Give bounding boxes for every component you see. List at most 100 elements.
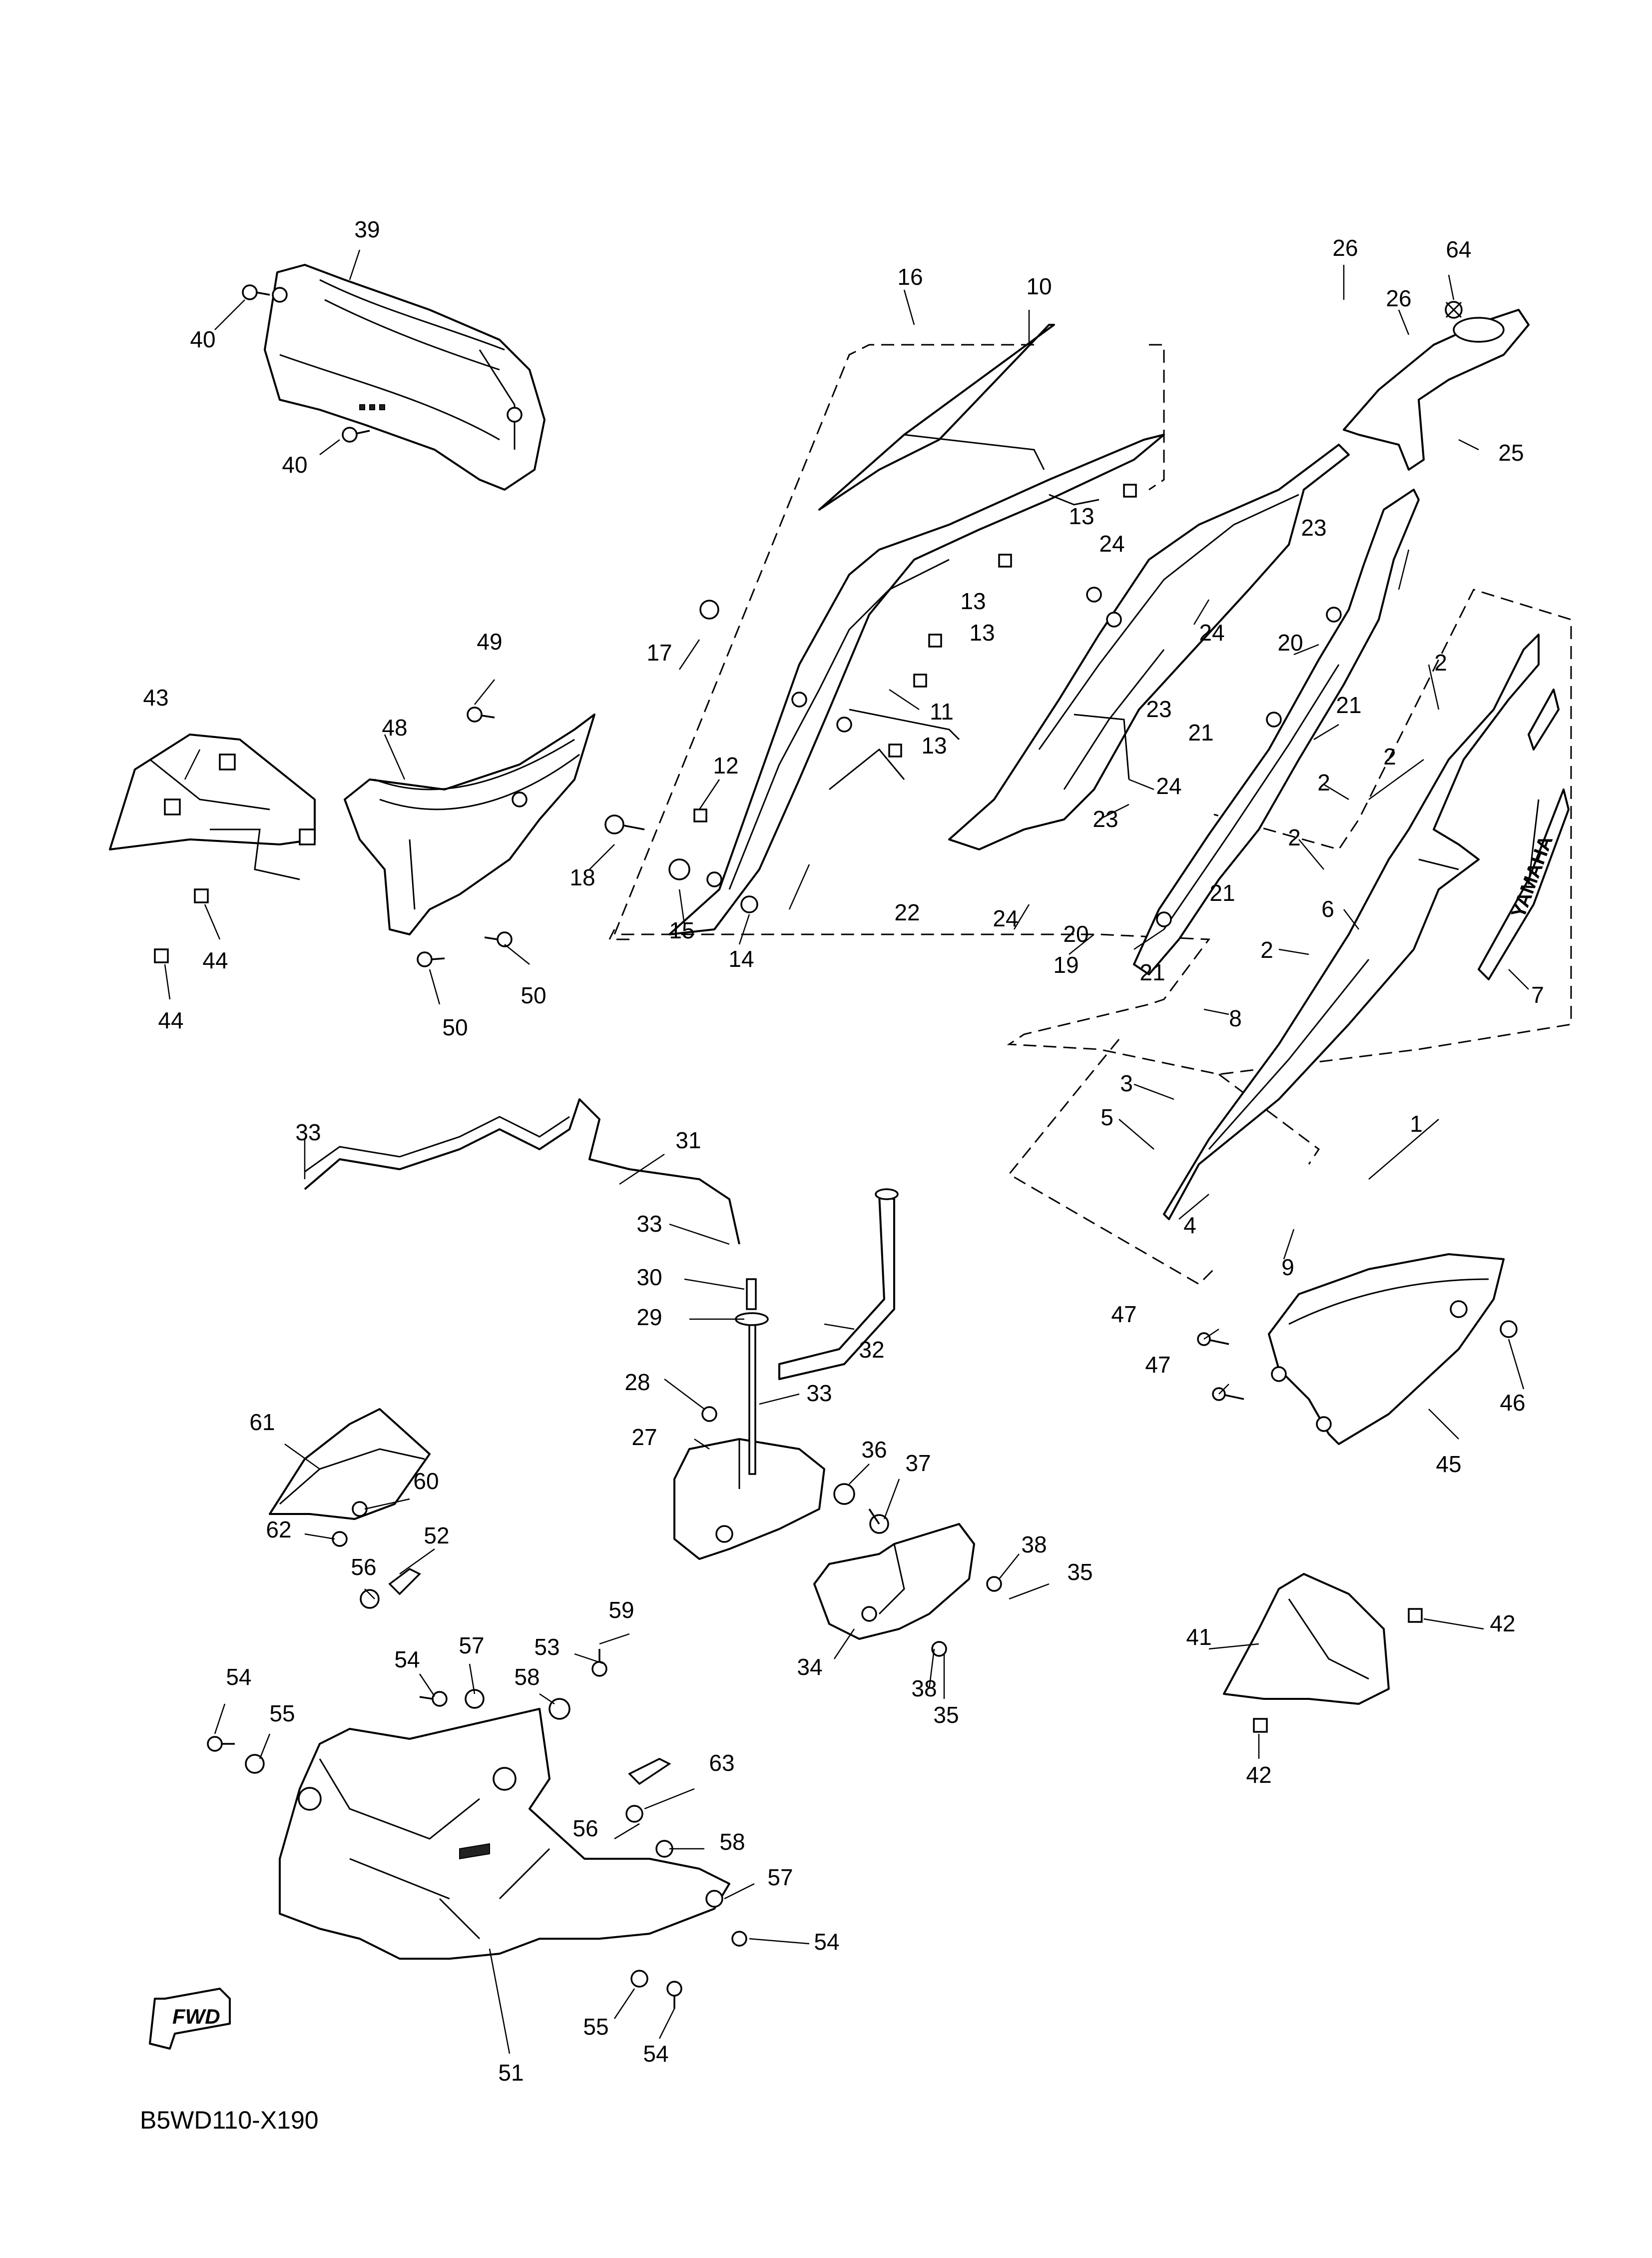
callout-14: 14 xyxy=(728,946,754,972)
callout-38: 38 xyxy=(911,1675,937,1701)
callout-33: 33 xyxy=(806,1380,832,1406)
callout-56: 56 xyxy=(351,1554,376,1580)
fwd-arrow-icon: FWD xyxy=(149,1988,231,2050)
callout-24: 24 xyxy=(1199,620,1224,646)
callout-57: 57 xyxy=(459,1632,484,1658)
callout-37: 37 xyxy=(905,1450,931,1476)
part-39-cover xyxy=(264,264,546,491)
callout-44: 44 xyxy=(158,1007,183,1033)
callout-4: 4 xyxy=(1183,1212,1196,1238)
leader-lines xyxy=(164,249,1529,2054)
callout-56: 56 xyxy=(572,1815,598,1841)
callout-45: 45 xyxy=(1436,1451,1461,1477)
callout-22: 22 xyxy=(894,899,920,925)
hardware-left xyxy=(417,600,758,967)
callout-42: 42 xyxy=(1246,1762,1271,1788)
callout-21: 21 xyxy=(1209,880,1235,906)
callout-57: 57 xyxy=(767,1864,793,1890)
callout-18: 18 xyxy=(569,864,595,890)
part-27-reservoir xyxy=(673,1278,889,1560)
callout-24: 24 xyxy=(1099,531,1124,557)
callout-41: 41 xyxy=(1186,1624,1211,1650)
callout-39: 39 xyxy=(354,216,380,242)
part-61-screen xyxy=(269,1408,431,1547)
callout-24: 24 xyxy=(1156,773,1181,799)
callout-54: 54 xyxy=(394,1646,420,1672)
part-7-side-cover xyxy=(1163,634,1570,1220)
callout-29: 29 xyxy=(636,1304,662,1330)
callout-2: 2 xyxy=(1434,650,1447,676)
callout-6: 6 xyxy=(1321,896,1334,922)
callout-35: 35 xyxy=(933,1702,959,1728)
callout-1: 1 xyxy=(1410,1111,1423,1137)
callout-64: 64 xyxy=(1446,236,1471,262)
callout-54: 54 xyxy=(643,2041,668,2067)
callout-58: 58 xyxy=(514,1664,540,1690)
callout-13: 13 xyxy=(960,588,986,614)
callout-44: 44 xyxy=(202,947,228,973)
fwd-label: FWD xyxy=(172,2005,220,2028)
part-45-cover xyxy=(1197,1253,1518,1445)
part-48-cover xyxy=(344,714,595,935)
callout-23: 23 xyxy=(1301,515,1326,541)
part-16-decal xyxy=(818,324,1055,511)
callout-34: 34 xyxy=(797,1654,822,1680)
callout-2: 2 xyxy=(1260,937,1273,963)
callout-23: 23 xyxy=(1146,696,1171,722)
callout-20: 20 xyxy=(1063,921,1089,947)
callout-59: 59 xyxy=(608,1597,634,1623)
callout-51: 51 xyxy=(498,2060,524,2086)
callout-26: 26 xyxy=(1386,285,1411,311)
screws-40 xyxy=(242,284,370,443)
callout-50: 50 xyxy=(442,1014,468,1040)
part-43-bracket xyxy=(109,734,316,963)
callout-16: 16 xyxy=(897,264,923,290)
callout-13: 13 xyxy=(921,733,947,758)
callout-5: 5 xyxy=(1101,1104,1113,1130)
diagram-code: B5WD110-X190 xyxy=(140,2106,319,2134)
callout-52: 52 xyxy=(424,1522,449,1548)
callout-62: 62 xyxy=(266,1516,291,1542)
callout-48: 48 xyxy=(382,715,407,741)
hardware-front xyxy=(207,1567,747,2009)
callout-10: 10 xyxy=(1026,273,1052,299)
part-34-cover xyxy=(813,1523,1002,1657)
part-32-hose xyxy=(778,1188,899,1380)
callout-31: 31 xyxy=(675,1127,701,1153)
callout-33: 33 xyxy=(295,1119,321,1145)
callout-3: 3 xyxy=(1120,1070,1133,1096)
callout-61: 61 xyxy=(249,1409,275,1435)
part-25-tail-piece xyxy=(1343,301,1530,471)
callout-54: 54 xyxy=(814,1929,839,1955)
callout-38: 38 xyxy=(1021,1531,1047,1557)
callout-54: 54 xyxy=(226,1664,251,1690)
brand-text: YAMAHA xyxy=(1507,833,1557,921)
callout-2: 2 xyxy=(1383,744,1396,769)
part-22-tail-frame xyxy=(948,444,1350,850)
callout-21: 21 xyxy=(1336,692,1361,718)
callout-42: 42 xyxy=(1490,1610,1515,1636)
callout-35: 35 xyxy=(1067,1559,1093,1585)
callout-21: 21 xyxy=(1139,959,1165,985)
callout-55: 55 xyxy=(269,1700,295,1726)
callout-24: 24 xyxy=(993,905,1018,931)
callout-13: 13 xyxy=(1069,503,1094,529)
callout-30: 30 xyxy=(636,1264,662,1290)
callout-20: 20 xyxy=(1277,630,1303,656)
callout-25: 25 xyxy=(1498,440,1524,466)
callout-43: 43 xyxy=(143,685,168,711)
callout-47: 47 xyxy=(1111,1301,1136,1327)
callout-2: 2 xyxy=(1288,824,1301,850)
callout-21: 21 xyxy=(1188,720,1213,746)
part-51-cowl xyxy=(279,1708,730,1960)
callout-49: 49 xyxy=(477,629,502,655)
callout-40: 40 xyxy=(282,452,307,478)
callout-12: 12 xyxy=(713,753,738,778)
callout-55: 55 xyxy=(583,2014,608,2040)
callout-15: 15 xyxy=(669,917,694,943)
callout-23: 23 xyxy=(1093,806,1118,832)
callout-27: 27 xyxy=(631,1424,657,1450)
part-31-hose xyxy=(304,1098,740,1245)
callout-26: 26 xyxy=(1332,235,1358,261)
